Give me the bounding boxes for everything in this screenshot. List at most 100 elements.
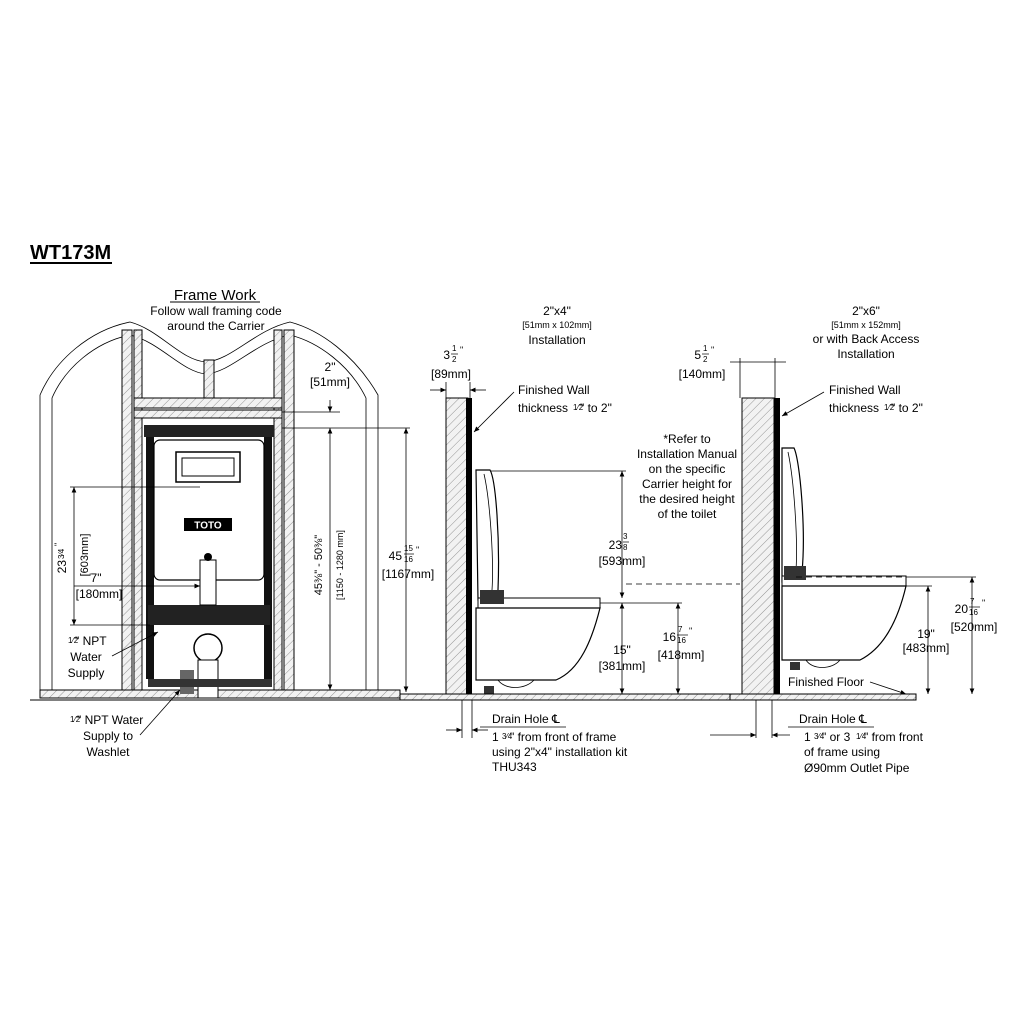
i24-fw-l2a: thickness bbox=[518, 401, 568, 415]
i26-seat-den: 16 bbox=[969, 608, 978, 617]
dim-2-label: 2" bbox=[325, 360, 336, 374]
i24-seat-whole: 23 bbox=[609, 538, 623, 552]
dim-range-mm: [1150 - 1280 mm] bbox=[335, 530, 345, 600]
dim-23-mm: [603mm] bbox=[79, 534, 91, 577]
i26-drain-l3: Ø90mm Outlet Pipe bbox=[804, 761, 910, 775]
i26-finished-floor: Finished Floor bbox=[788, 675, 864, 689]
top-header bbox=[133, 397, 283, 409]
i24-label: Installation bbox=[528, 333, 585, 347]
i26-drain-l1-frac2: 1⁄4 bbox=[856, 732, 867, 741]
i24-seat-mm: [593mm] bbox=[599, 554, 646, 568]
i24-fw-leader bbox=[473, 391, 515, 433]
i24-depth-whole: 3 bbox=[443, 348, 450, 362]
npt-supply-l1: " NPT bbox=[75, 634, 107, 648]
i24-rim-num: 7 bbox=[678, 625, 683, 634]
dim-23-inch: " bbox=[53, 543, 63, 546]
dim-7-label: 7" bbox=[91, 571, 102, 585]
i26-drain-l2: of frame using bbox=[804, 745, 880, 759]
i24-depth-mm: [89mm] bbox=[431, 367, 471, 381]
i26-depth-whole: 5 bbox=[694, 348, 701, 362]
top-header-2 bbox=[133, 409, 283, 419]
i26-depth-inch: " bbox=[711, 345, 714, 355]
install-2x6-section: 2"x6" [51mm x 152mm] or with Back Access… bbox=[679, 304, 998, 775]
npt-supply-l2: Water bbox=[70, 650, 102, 664]
i24-title: 2"x4" bbox=[543, 304, 571, 318]
i26-drain-l1-frac: 3⁄4 bbox=[814, 732, 825, 741]
frame-work-note-1: Follow wall framing code bbox=[150, 304, 282, 318]
i24-depth-den: 2 bbox=[452, 355, 457, 364]
npt-supply-frac: 1⁄2 bbox=[68, 636, 79, 645]
i26-drain-l1c: " from front bbox=[864, 730, 924, 744]
i26-fw-frac: 1⁄2 bbox=[884, 403, 895, 412]
i24-note-2: Installation Manual bbox=[637, 447, 737, 461]
i24-rim-den: 16 bbox=[677, 636, 686, 645]
i26-drain-l1a: 1 bbox=[804, 730, 811, 744]
i24-drain-l1-frac: 3⁄4 bbox=[502, 732, 513, 741]
i24-rim-mm: [418mm] bbox=[658, 648, 705, 662]
npt-washlet-l3: Washlet bbox=[87, 745, 131, 759]
i24-outlet-mm: [381mm] bbox=[599, 659, 646, 673]
i24-depth-inch: " bbox=[460, 345, 463, 355]
i26-seat-mm: [520mm] bbox=[951, 620, 998, 634]
i24-wall bbox=[445, 397, 469, 695]
i24-note-5: the desired height bbox=[639, 492, 735, 506]
i24-toilet bbox=[475, 469, 601, 694]
i26-floor-leader bbox=[869, 681, 907, 695]
stud-right-outer bbox=[283, 329, 295, 693]
i24-drain-l2: using 2"x4" installation kit bbox=[492, 745, 628, 759]
i26-finished-wall bbox=[774, 398, 780, 694]
dim-carrier-whole: 45 bbox=[389, 549, 403, 563]
frame-work-title: Frame Work bbox=[174, 287, 257, 304]
i24-rim-whole: 16 bbox=[663, 630, 677, 644]
i24-finished-wall bbox=[466, 398, 472, 694]
i24-mm: [51mm x 102mm] bbox=[522, 320, 592, 330]
carrier-frame bbox=[144, 425, 274, 699]
i24-floor bbox=[399, 693, 731, 701]
dim-2-mm: [51mm] bbox=[310, 375, 350, 389]
i24-drain-l1b: " from front of frame bbox=[510, 730, 617, 744]
dim-7-mm: [180mm] bbox=[76, 587, 123, 601]
frame-work-section: Frame Work Follow wall framing code arou… bbox=[30, 287, 434, 759]
i24-note-1: *Refer to bbox=[663, 432, 711, 446]
dim-carrier-inch: " bbox=[416, 545, 419, 555]
i26-fw-leader bbox=[781, 391, 825, 417]
npt-supply-l3: Supply bbox=[68, 666, 105, 680]
floor-left bbox=[39, 689, 401, 699]
i24-rim-inch: " bbox=[689, 626, 692, 636]
i26-label-1: or with Back Access bbox=[813, 332, 920, 346]
i26-depth-den: 2 bbox=[703, 355, 708, 364]
i26-rim-mm: [483mm] bbox=[903, 641, 950, 655]
npt-washlet-l1: " NPT Water bbox=[77, 713, 143, 727]
dim-range-label: 45⅜" - 50⅜" bbox=[313, 535, 325, 595]
dim-23-whole: 23 bbox=[55, 560, 69, 574]
npt-washlet-leader bbox=[139, 689, 181, 736]
i26-depth-mm: [140mm] bbox=[679, 367, 726, 381]
i26-seat-whole: 20 bbox=[955, 602, 969, 616]
stud-right-inner bbox=[273, 329, 283, 693]
dim-carrier-num: 15 bbox=[404, 544, 413, 553]
npt-washlet-frac: 1⁄2 bbox=[70, 715, 81, 724]
frame-work-note-2: around the Carrier bbox=[167, 319, 264, 333]
i26-drain-label: Drain Hole ℄ bbox=[799, 712, 867, 726]
model-title: WT173M bbox=[30, 242, 111, 264]
npt-supply-leader bbox=[111, 631, 159, 657]
i26-rim-label: 19" bbox=[917, 627, 935, 641]
npt-washlet-l2: Supply to bbox=[83, 729, 133, 743]
i26-fw-l1: Finished Wall bbox=[829, 383, 901, 397]
i26-title: 2"x6" bbox=[852, 304, 880, 318]
i24-note-6: of the toilet bbox=[658, 507, 717, 521]
i24-note-3: on the specific bbox=[649, 462, 726, 476]
stud-left-outer bbox=[121, 329, 133, 693]
i24-drain-l1a: 1 bbox=[492, 730, 499, 744]
i26-toilet bbox=[781, 447, 907, 670]
i26-wall bbox=[741, 397, 775, 695]
install-2x4-section: 2"x4" [51mm x 102mm] Installation 3 1 2 … bbox=[399, 304, 740, 774]
i24-outlet-label: 15" bbox=[613, 643, 631, 657]
i26-seat-inch: " bbox=[982, 598, 985, 608]
toto-badge bbox=[184, 518, 232, 531]
i24-drain-label: Drain Hole ℄ bbox=[492, 712, 560, 726]
i26-depth-num: 1 bbox=[703, 344, 708, 353]
i24-drain-l3: THU343 bbox=[492, 760, 537, 774]
dim-23-frac: 3⁄4 bbox=[57, 548, 66, 559]
